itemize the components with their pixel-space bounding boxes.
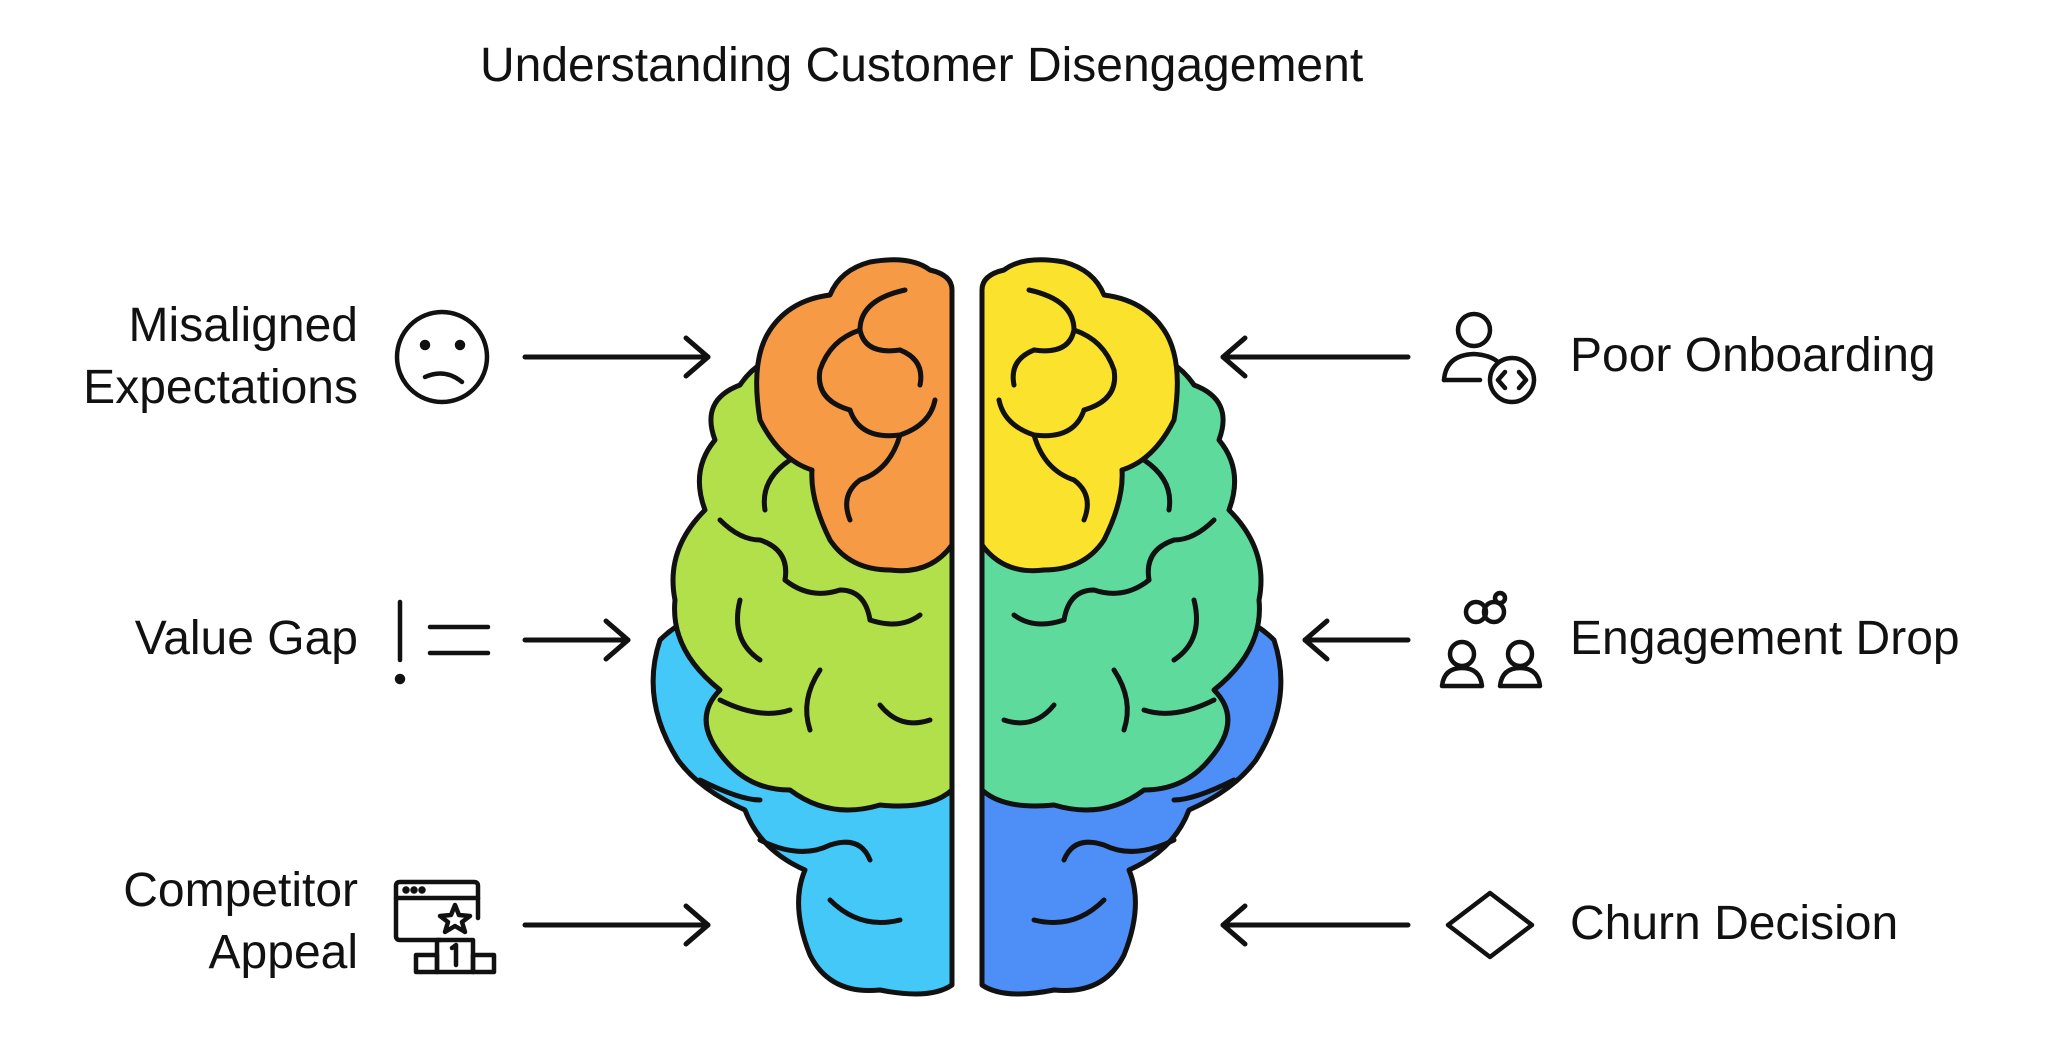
confused-face-icon	[394, 309, 490, 405]
label-misaligned-expectations: Misaligned Expectations	[83, 299, 358, 414]
diamond-icon	[1445, 890, 1535, 960]
arrow-engagement-drop	[1302, 618, 1411, 662]
award-podium-icon	[393, 879, 497, 975]
exclamation-equals-icon	[394, 599, 491, 685]
label-churn-decision: Churn Decision	[1570, 897, 1899, 950]
arrows	[522, 335, 1411, 947]
label-competitor-appeal: Competitor Appeal	[123, 864, 358, 979]
brain-left-hemisphere	[650, 257, 955, 997]
label-engagement-drop: Engagement Drop	[1570, 612, 1960, 665]
arrow-churn-decision	[1220, 903, 1411, 947]
user-code-icon	[1441, 311, 1537, 405]
label-poor-onboarding: Poor Onboarding	[1570, 329, 1936, 382]
arrow-poor-onboarding	[1220, 335, 1411, 379]
users-link-icon	[1439, 590, 1543, 689]
arrow-value-gap	[522, 618, 631, 662]
arrow-misaligned-expectations	[522, 335, 711, 379]
diagram-title: Understanding Customer Disengagement	[480, 39, 1364, 92]
arrow-competitor-appeal	[522, 903, 711, 947]
label-value-gap: Value Gap	[134, 612, 358, 665]
brain-right-hemisphere	[979, 257, 1284, 997]
